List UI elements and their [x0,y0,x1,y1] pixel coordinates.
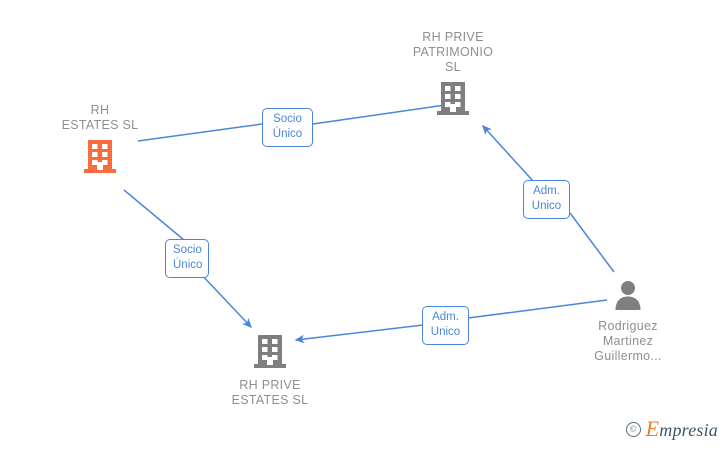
edge-line-estates-to-prive-estates [123,189,185,241]
edge-line-estates-to-patrimonio-2 [312,100,454,125]
node-rh-estates-sl[interactable]: RH ESTATES SL [40,103,160,179]
brand-initial: E [645,416,660,441]
edge-label-adm-unico-patrimonio[interactable]: Adm. Unico [523,180,570,219]
edge-line-person-to-patrimonio-2 [482,124,534,182]
node-rh-prive-patrimonio-sl[interactable]: RH PRIVE PATRIMONIO SL [393,30,513,121]
edge-label-socio-unico-patrimonio[interactable]: Socio Único [262,108,313,147]
node-label-rh-prive-estates-sl: RH PRIVE ESTATES SL [231,378,309,407]
watermark-empresia: © Empresia [625,416,718,442]
edge-label-adm-unico-prive-estates[interactable]: Adm. Unico [422,306,469,345]
edge-line-person-to-prive-estates-2 [294,324,424,344]
node-rh-prive-estates-sl[interactable]: RH PRIVE ESTATES SL [210,333,330,408]
edge-line-estates-to-patrimonio [137,123,263,142]
node-label-rh-estates-sl: RH ESTATES SL [61,103,139,132]
person-icon [613,280,643,315]
copyright-icon: © [625,421,641,437]
brand-name: Empresia [646,416,718,442]
edge-line-person-to-patrimonio [569,212,615,273]
building-icon [83,138,117,179]
node-label-rh-prive-patrimonio-sl: RH PRIVE PATRIMONIO SL [412,30,494,74]
node-rodriguez-martinez-guillermo[interactable]: Rodriguez Martinez Guillermo... [578,280,678,364]
brand-rest: mpresia [659,420,718,440]
edge-line-person-to-prive-estates [467,299,608,319]
edge-label-socio-unico-prive-estates[interactable]: Socio Único [165,239,209,278]
building-icon [436,80,470,121]
node-label-rodriguez-martinez-guillermo: Rodriguez Martinez Guillermo... [594,319,662,363]
edge-line-estates-to-prive-estates-2 [198,271,253,329]
building-icon [253,333,287,374]
